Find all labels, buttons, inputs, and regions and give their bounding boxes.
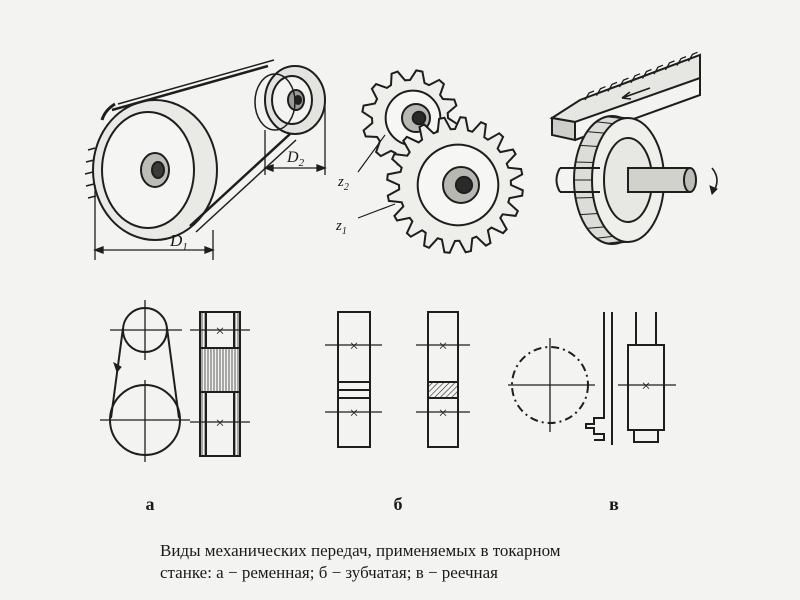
gear-pair-illustration <box>357 69 524 254</box>
gear-right-upper-axle-mark: × <box>438 338 447 355</box>
d1-label: D1 <box>169 231 188 253</box>
belt-side-lower-axle-mark: × <box>215 415 224 432</box>
rack-schematic-side <box>618 312 676 443</box>
d1-dimension <box>93 185 215 260</box>
panel-label-b: б <box>394 494 403 514</box>
gear-left-upper-axle-mark: × <box>349 338 358 355</box>
panel-label-v: в <box>609 494 619 514</box>
rack-side-axle-mark: × <box>641 378 650 395</box>
gear-schematic-left <box>325 311 382 448</box>
rack <box>549 51 701 142</box>
gear-z1-leader <box>357 203 396 219</box>
rack-schematic-front <box>508 312 613 445</box>
belt-side-schematic <box>190 311 250 457</box>
z1-label: z1 <box>335 218 347 237</box>
belt-drive-illustration <box>84 59 327 260</box>
rack-direction-arrow <box>621 87 651 100</box>
caption-line-1: Виды механических передач, применяемых в… <box>160 541 561 560</box>
small-pulley <box>254 65 326 135</box>
gear-schematic-right <box>416 311 470 448</box>
caption-line-2: станке: а − ременная; б − зубчатая; в − … <box>160 563 498 582</box>
pinion <box>555 115 697 245</box>
z2-label: z2 <box>337 174 349 193</box>
rack-pinion-illustration <box>549 51 718 245</box>
panel-label-a: а <box>146 494 155 514</box>
large-pulley <box>84 99 218 241</box>
d2-label: D2 <box>286 149 305 169</box>
belt-schematic <box>100 300 190 462</box>
d2-dimension <box>263 105 327 175</box>
large-gear <box>386 116 524 254</box>
figure-caption: Виды механических передач, применяемых в… <box>160 540 760 584</box>
gear-z2-leader <box>357 134 386 173</box>
belt-side-upper-axle-mark: × <box>215 323 224 340</box>
belt <box>111 59 297 233</box>
gear-right-lower-axle-mark: × <box>438 405 447 422</box>
gear-left-lower-axle-mark: × <box>349 405 358 422</box>
